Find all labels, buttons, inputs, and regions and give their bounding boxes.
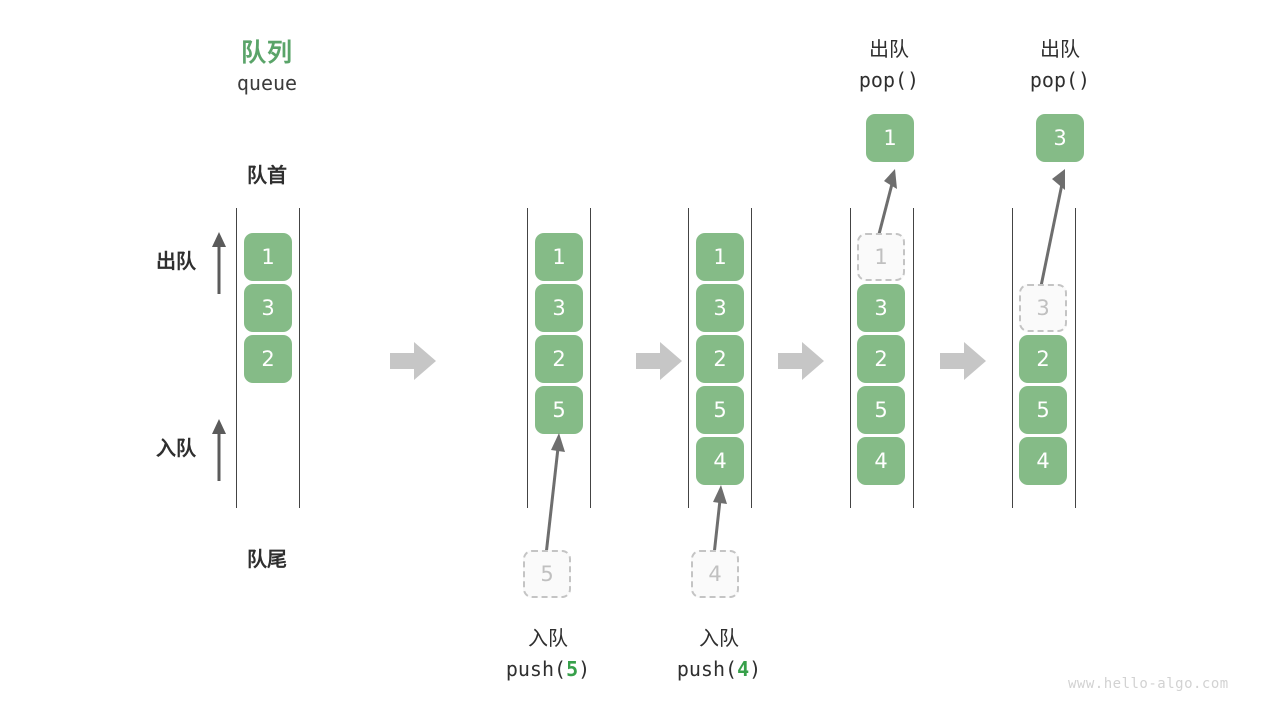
pop-arrow-icon [1038, 169, 1065, 291]
transition-arrow-right-icon [390, 342, 436, 380]
incoming-element-ghost: 4 [691, 550, 739, 598]
queue-rail-right [913, 208, 914, 508]
queue-cell-new: 4 [696, 437, 744, 485]
queue-cell: 5 [1019, 386, 1067, 434]
transition-arrow-right-icon [940, 342, 986, 380]
queue-rail-right [1075, 208, 1076, 508]
queue-rail-left [236, 208, 237, 508]
pop-3-caption-code: pop() [1029, 68, 1091, 92]
push-5-caption-cn: 入队 [528, 626, 568, 650]
queue-tail-label: 队尾 [247, 547, 287, 571]
panel-push-5-cells: 1 3 2 5 [535, 233, 583, 434]
queue-cell: 3 [857, 284, 905, 332]
queue-cell: 2 [1019, 335, 1067, 383]
code-suffix: ) [578, 657, 591, 681]
panel-pop-3-cells: 3 2 5 4 [1019, 284, 1067, 485]
queue-rail-left [688, 208, 689, 508]
queue-cell: 5 [696, 386, 744, 434]
queue-cell: 1 [696, 233, 744, 281]
queue-cell: 3 [244, 284, 292, 332]
queue-cell: 1 [244, 233, 292, 281]
pop-1-caption-code: pop() [858, 68, 920, 92]
popped-element: 1 [866, 114, 914, 162]
queue-rail-left [850, 208, 851, 508]
queue-head-label: 队首 [247, 163, 287, 187]
code-prefix: push( [676, 657, 738, 681]
code-number: 5 [566, 657, 579, 681]
queue-rail-right [299, 208, 300, 508]
queue-cell: 5 [857, 386, 905, 434]
queue-cell: 1 [535, 233, 583, 281]
panel-pop-1-cells: 1 3 2 5 4 [857, 233, 905, 485]
queue-cell: 3 [696, 284, 744, 332]
push-arrow-icon [544, 433, 565, 555]
queue-rail-right [751, 208, 752, 508]
code-prefix: push( [505, 657, 567, 681]
push-4-caption-cn: 入队 [699, 626, 739, 650]
watermark: www.hello-algo.com [1068, 676, 1229, 692]
push-arrow-icon [712, 485, 727, 555]
pop-1-caption-cn: 出队 [869, 37, 909, 61]
push-4-caption-code: push(4) [658, 657, 780, 681]
pop-arrow-icon [876, 169, 897, 238]
queue-cell-new: 5 [535, 386, 583, 434]
transition-arrow-right-icon [778, 342, 824, 380]
queue-cell: 4 [857, 437, 905, 485]
queue-cell-removed: 1 [857, 233, 905, 281]
pop-3-caption-cn: 出队 [1040, 37, 1080, 61]
queue-cell: 2 [696, 335, 744, 383]
queue-cell: 2 [244, 335, 292, 383]
queue-cell: 4 [1019, 437, 1067, 485]
queue-rail-left [1012, 208, 1013, 508]
diagram-title-cn: 队列 [240, 38, 293, 67]
enqueue-direction-arrow-icon [212, 419, 226, 481]
panel-push-4-cells: 1 3 2 5 4 [696, 233, 744, 485]
code-number: 4 [737, 657, 750, 681]
transition-arrow-right-icon [636, 342, 682, 380]
code-suffix: ) [749, 657, 762, 681]
incoming-element-ghost: 5 [523, 550, 571, 598]
dequeue-direction-arrow-icon [212, 232, 226, 294]
diagram-title-en: queue [236, 71, 298, 95]
queue-cell: 2 [535, 335, 583, 383]
queue-cell-removed: 3 [1019, 284, 1067, 332]
panel-initial-cells: 1 3 2 [244, 233, 292, 383]
enqueue-direction-label: 入队 [156, 436, 196, 460]
push-5-caption-code: push(5) [487, 657, 609, 681]
popped-element: 3 [1036, 114, 1084, 162]
dequeue-direction-label: 出队 [156, 249, 196, 273]
queue-rail-left [527, 208, 528, 508]
queue-cell: 2 [857, 335, 905, 383]
queue-rail-right [590, 208, 591, 508]
queue-cell: 3 [535, 284, 583, 332]
